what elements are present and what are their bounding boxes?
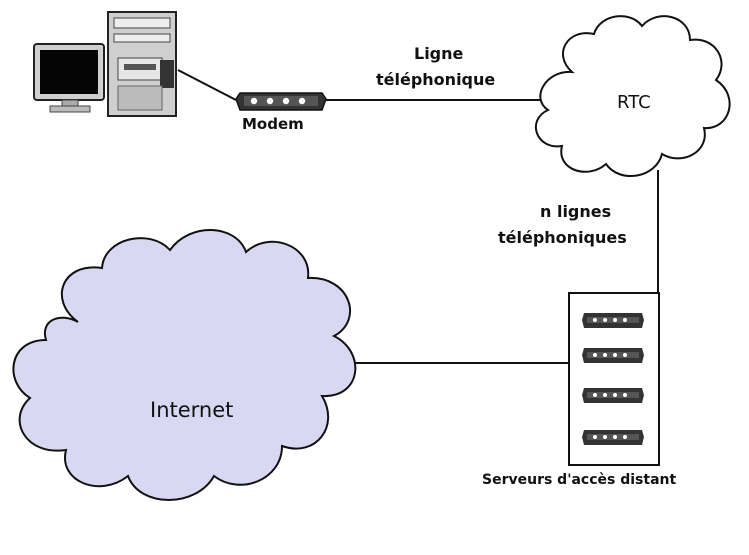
modem-icon [235,92,327,111]
pstn-cloud-icon [534,15,731,178]
servers-label: Serveurs d'accès distant [482,472,677,488]
modem-icon [582,430,644,445]
n-lines-label-line2: téléphoniques [498,228,627,247]
modem-icon [582,313,644,328]
n-lines-label-line1: n lignes [540,202,612,221]
pc-to-modem-link [177,69,237,101]
phone-line-label-line2: téléphonique [376,70,496,89]
server-rack-icon [568,292,660,466]
modem-icon [582,348,644,363]
phone-line-label-line1: Ligne [414,44,464,63]
internet-label: Internet [150,398,234,422]
pstn-label: RTC [617,92,651,113]
computer-icon [33,11,177,117]
modem-icon [582,388,644,403]
internet-cloud-icon [12,229,357,501]
modem-label: Modem [242,115,304,133]
